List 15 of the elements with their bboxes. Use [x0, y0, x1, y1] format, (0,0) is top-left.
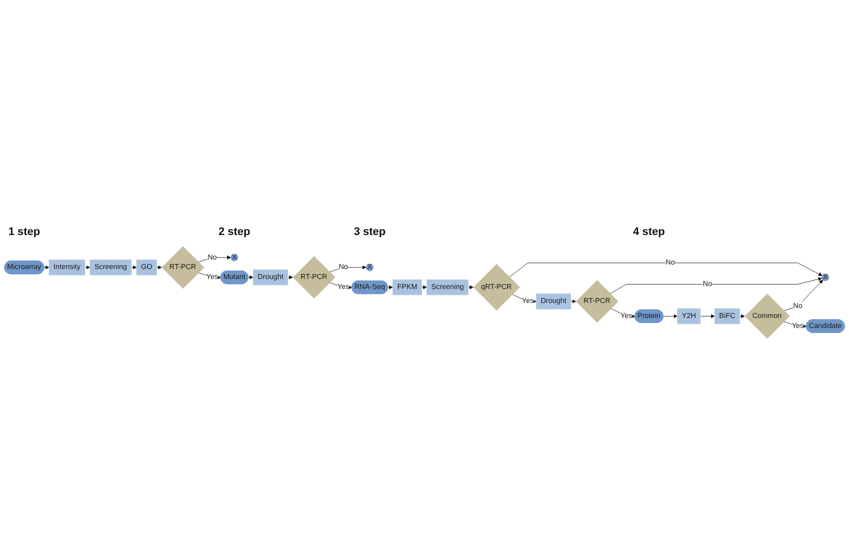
arrow — [248, 275, 254, 280]
step-heading: 1 step — [8, 226, 40, 240]
arrow — [468, 285, 474, 290]
arrow — [740, 314, 745, 318]
step-heading: 2 step — [218, 226, 250, 240]
step-heading: 4 step — [633, 226, 665, 240]
arrow — [131, 265, 137, 270]
step-heading: 3 step — [354, 226, 386, 240]
arrow — [422, 285, 427, 290]
arrow — [388, 285, 393, 290]
arrow — [44, 265, 50, 270]
arrow — [84, 265, 90, 270]
arrow — [288, 275, 294, 280]
arrow — [570, 299, 576, 304]
arrow — [156, 265, 162, 270]
